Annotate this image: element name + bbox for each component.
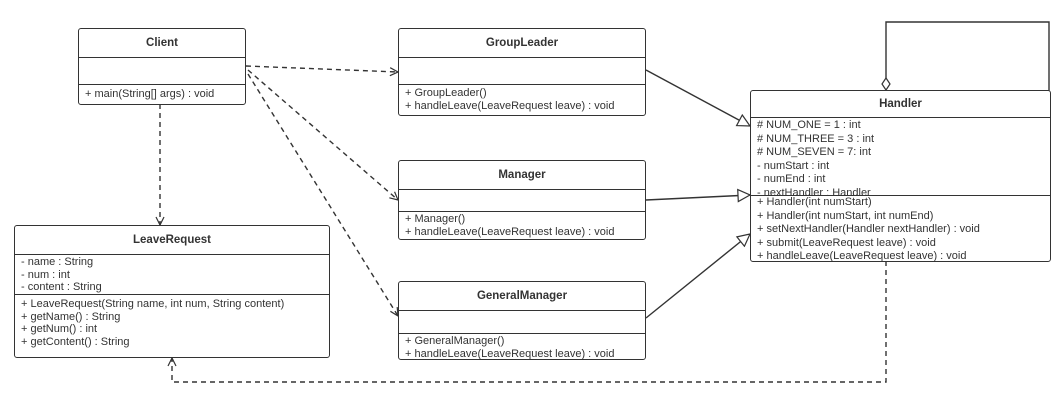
dependency-handler-leaverequest [172, 261, 887, 383]
generalization-generalmanager-handler [645, 234, 750, 319]
class-name: Manager [399, 161, 645, 190]
attribute: - name : String [21, 256, 94, 268]
class-client[interactable]: Client + main(String[] args) : void [78, 28, 246, 105]
class-name: Handler [751, 91, 1050, 118]
attribute: - nextHandler : Handler [757, 186, 871, 196]
attributes-section: - name : String - num : int - content : … [15, 255, 329, 295]
class-name: Client [79, 29, 245, 58]
attributes-section [399, 58, 645, 85]
attribute: - content : String [21, 281, 102, 293]
attributes-section: # NUM_ONE = 1 : int # NUM_THREE = 3 : in… [751, 118, 1050, 196]
method: + getContent() : String [21, 335, 130, 348]
attribute: # NUM_ONE = 1 : int [757, 119, 861, 131]
attribute: - numStart : int [757, 159, 830, 172]
dependency-client-generalmanager [247, 73, 398, 316]
class-leaverequest[interactable]: LeaveRequest - name : String - num : int… [14, 225, 330, 358]
class-name: GeneralManager [399, 282, 645, 311]
method: + handleLeave(LeaveRequest leave) : void [405, 225, 615, 238]
methods-section: + GroupLeader() + handleLeave(LeaveReque… [399, 85, 645, 113]
methods-section: + Handler(int numStart) + Handler(int nu… [751, 196, 1050, 262]
generalization-manager-handler [645, 195, 750, 200]
method: + getNum() : int [21, 323, 98, 335]
class-name: LeaveRequest [15, 226, 329, 255]
class-name: GroupLeader [399, 29, 645, 58]
methods-section: + Manager() + handleLeave(LeaveRequest l… [399, 212, 645, 239]
method: + GeneralManager() [405, 335, 505, 347]
method: + getName() : String [21, 310, 121, 323]
aggregation-diamond [881, 76, 891, 92]
method: + Manager() [405, 213, 466, 225]
generalization-groupleader-handler [645, 69, 750, 126]
attribute: # NUM_THREE = 3 : int [757, 132, 875, 145]
method: + submit(LeaveRequest leave) : void [757, 236, 936, 249]
class-handler[interactable]: Handler # NUM_ONE = 1 : int # NUM_THREE … [750, 90, 1051, 262]
attribute: - num : int [21, 268, 70, 281]
attribute: # NUM_SEVEN = 7: int [757, 146, 872, 158]
method: + LeaveRequest(String name, int num, Str… [21, 298, 285, 310]
methods-section: + GeneralManager() + handleLeave(LeaveRe… [399, 334, 645, 360]
method: + handleLeave(LeaveRequest leave) : void [757, 250, 967, 262]
method: + Handler(int numStart) [757, 196, 872, 208]
methods-section: + LeaveRequest(String name, int num, Str… [15, 295, 329, 349]
attributes-section [399, 311, 645, 334]
class-manager[interactable]: Manager + Manager() + handleLeave(LeaveR… [398, 160, 646, 240]
method: + handleLeave(LeaveRequest leave) : void [405, 99, 615, 112]
method: + GroupLeader() [405, 87, 487, 99]
class-groupleader[interactable]: GroupLeader + GroupLeader() + handleLeav… [398, 28, 646, 116]
dependency-client-manager [247, 69, 398, 200]
method: + setNextHandler(Handler nextHandler) : … [757, 223, 980, 235]
attributes-section [399, 190, 645, 212]
method: + Handler(int numStart, int numEnd) [757, 209, 934, 222]
class-generalmanager[interactable]: GeneralManager + GeneralManager() + hand… [398, 281, 646, 360]
methods-section: + main(String[] args) : void [79, 85, 245, 102]
dependency-client-groupleader [246, 66, 398, 72]
attribute: - numEnd : int [757, 173, 826, 185]
attributes-section [79, 58, 245, 85]
method: + handleLeave(LeaveRequest leave) : void [405, 347, 615, 360]
method: + main(String[] args) : void [85, 88, 215, 100]
